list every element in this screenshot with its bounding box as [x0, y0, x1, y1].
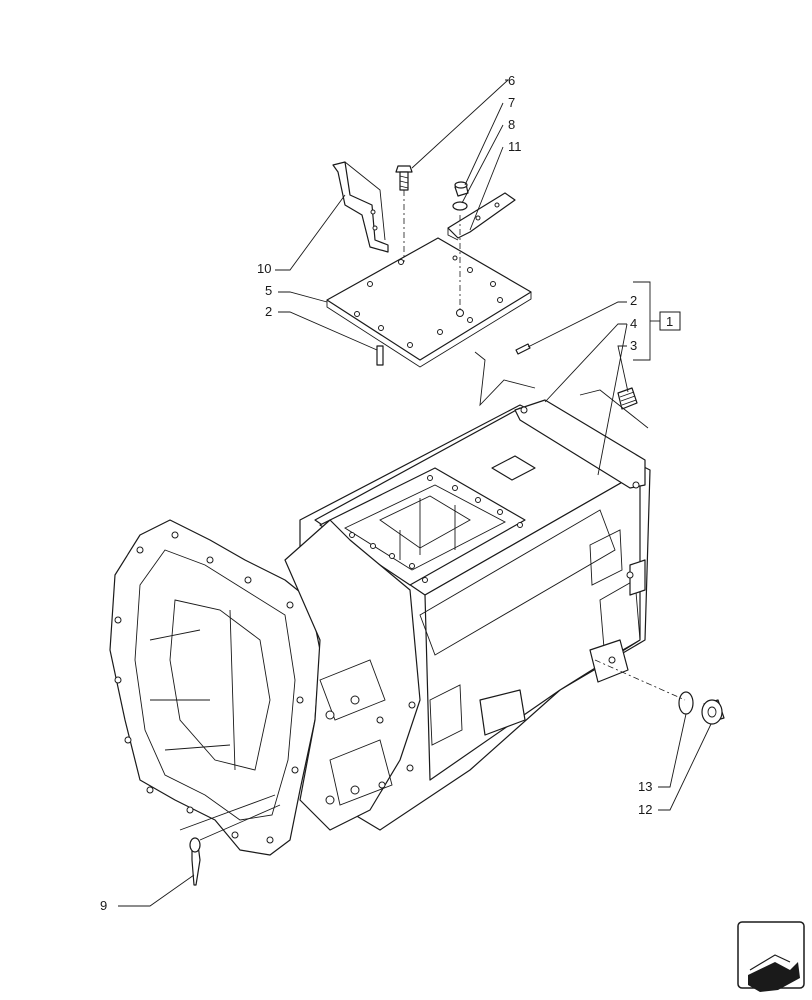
bolt	[395, 165, 413, 191]
callout-6: 6	[508, 73, 515, 88]
callout-8: 8	[508, 117, 515, 132]
kit-reference-number: 1	[666, 314, 673, 329]
drain-plug	[701, 699, 725, 725]
center-lines	[403, 190, 686, 701]
break-lines	[179, 351, 649, 841]
callout-4: 4	[630, 316, 637, 331]
o-ring-side	[678, 691, 694, 715]
cover-plate	[326, 237, 532, 368]
leader-lines	[118, 79, 712, 907]
callout-labels: 6 7 8 11 10 5 2 2 4 3 13 12 9	[100, 73, 652, 913]
small-bracket	[447, 192, 516, 241]
dowel-pin-right	[515, 343, 531, 355]
callout-5: 5	[265, 283, 272, 298]
callout-10: 10	[257, 261, 271, 276]
callout-2-right: 2	[630, 293, 637, 308]
callout-7: 7	[508, 95, 515, 110]
plug-top	[454, 181, 469, 197]
callout-3: 3	[630, 338, 637, 353]
kit-reference-box: 1	[659, 311, 681, 331]
dowel-pin-left	[376, 345, 384, 366]
arrow-navigation-icon[interactable]	[737, 921, 805, 992]
callout-9: 9	[100, 898, 107, 913]
split-pin	[189, 837, 201, 886]
callout-12: 12	[638, 802, 652, 817]
callout-13: 13	[638, 779, 652, 794]
callout-2-left: 2	[265, 304, 272, 319]
threaded-plug	[617, 387, 638, 410]
bell-housing	[109, 519, 421, 856]
o-ring-top	[452, 201, 468, 211]
bracket	[332, 161, 389, 253]
callout-11: 11	[508, 139, 522, 154]
